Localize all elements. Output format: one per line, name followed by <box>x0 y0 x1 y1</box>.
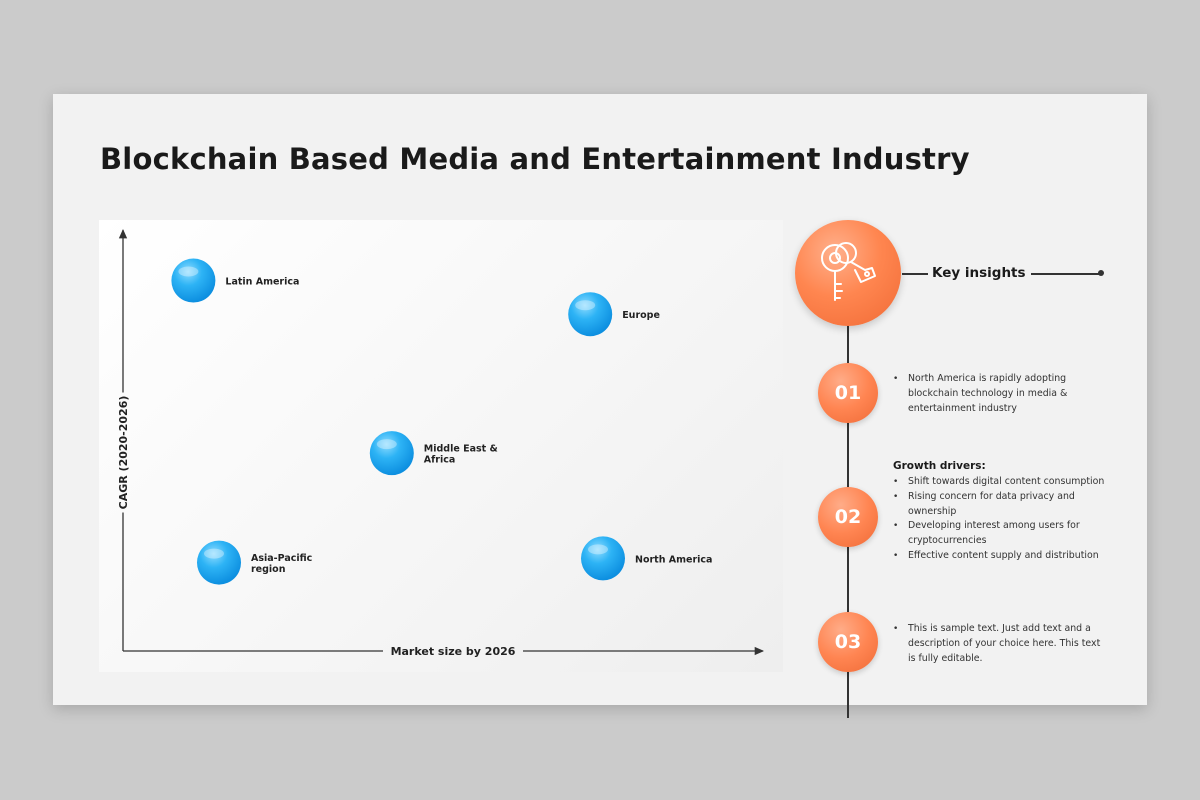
key-insights-badge <box>795 220 901 326</box>
scatter-chart: Market size by 2026 CAGR (2020-2026) Lati… <box>117 228 765 658</box>
data-point-highlight <box>178 266 199 277</box>
data-point-label-line: Latin America <box>225 277 299 288</box>
keys-icon <box>821 242 876 301</box>
insight-02: Growth drivers: Shift towards digital co… <box>893 460 1105 564</box>
insight-03-bullet-1: This is sample text. Just add text and a… <box>893 622 1105 666</box>
data-point-label: North America <box>635 554 712 565</box>
data-point <box>568 292 613 337</box>
connector-dot <box>1098 270 1104 276</box>
insight-number-02: 02 <box>818 487 878 547</box>
data-point-highlight <box>575 300 596 311</box>
insight-02-heading: Growth drivers: <box>893 460 986 472</box>
data-point-label-line: region <box>251 564 286 575</box>
key-insights-connector-left <box>902 273 928 275</box>
data-point-label-line: North America <box>635 554 712 565</box>
chart-panel: Market size by 2026 CAGR (2020-2026) Lati… <box>99 220 783 672</box>
slide-title: Blockchain Based Media and Entertainment… <box>100 142 970 176</box>
data-point <box>171 258 216 303</box>
data-point-label-line: Asia-Pacific <box>251 553 312 564</box>
data-point <box>581 536 625 581</box>
data-point-group: Europe <box>568 292 660 337</box>
insight-02-bullet-2: Rising concern for data privacy and owne… <box>893 490 1105 520</box>
data-point <box>369 431 414 476</box>
data-point-group: Latin America <box>171 258 299 303</box>
insight-01: North America is rapidly adopting blockc… <box>893 372 1105 416</box>
data-point-label: Latin America <box>225 277 299 288</box>
data-point-label-line: Europe <box>622 310 660 321</box>
key-insights-connector-right <box>1031 273 1101 275</box>
x-axis-title: Market size by 2026 <box>391 645 516 658</box>
insight-02-bullet-1: Shift towards digital content consumptio… <box>893 475 1105 490</box>
data-point-highlight <box>376 439 397 450</box>
data-point-label-line: Africa <box>424 455 455 466</box>
insight-01-bullet-1: North America is rapidly adopting blockc… <box>893 372 1105 416</box>
insight-number-03: 03 <box>818 612 878 672</box>
insight-03: This is sample text. Just add text and a… <box>893 622 1105 666</box>
data-point-label: Europe <box>622 310 660 321</box>
insight-02-bullet-4: Effective content supply and distributio… <box>893 549 1105 564</box>
slide: Blockchain Based Media and Entertainment… <box>53 94 1147 718</box>
key-insights-label: Key insights <box>932 265 1026 281</box>
y-axis-title: CAGR (2020-2026) <box>117 396 130 510</box>
insight-02-bullet-3: Developing interest among users for cryp… <box>893 519 1105 549</box>
data-point-highlight <box>588 544 608 555</box>
data-point-label-line: Middle East & <box>424 444 498 455</box>
data-point-group: North America <box>581 536 712 581</box>
data-point-highlight <box>204 548 224 559</box>
data-point-label: Middle East &Africa <box>424 444 498 466</box>
data-point <box>197 540 241 585</box>
data-point-group: Middle East &Africa <box>369 431 498 476</box>
insight-number-01: 01 <box>818 363 878 423</box>
